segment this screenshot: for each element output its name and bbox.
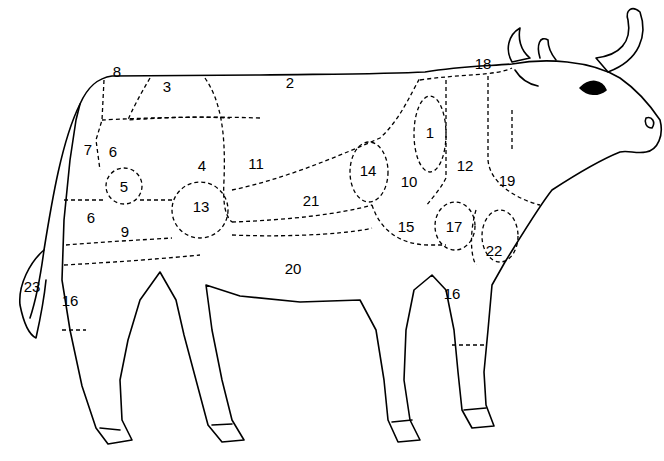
callout-number: 23 [24, 279, 41, 294]
callout-number: 19 [499, 173, 516, 188]
ear-line [515, 70, 538, 86]
callout-number: 10 [401, 174, 418, 189]
callout-number: 9 [121, 224, 129, 239]
callout-number: 1 [426, 125, 434, 140]
horn [538, 39, 556, 60]
callout-number: 6 [109, 144, 117, 159]
eye [580, 81, 606, 94]
callout-number: 5 [120, 179, 128, 194]
callout-number: 6 [87, 210, 95, 225]
horn [508, 28, 530, 62]
callout-number: 20 [285, 261, 302, 276]
callout-number: 12 [457, 158, 474, 173]
tail-tuft [20, 250, 46, 338]
callout-number: 8 [113, 64, 121, 79]
callout-number: 15 [398, 219, 415, 234]
cut-lines [62, 68, 540, 345]
horn [596, 9, 643, 72]
callout-number: 16 [444, 286, 461, 301]
callout-number: 18 [475, 56, 492, 71]
callout-number: 22 [486, 243, 503, 258]
callout-number: 14 [360, 163, 377, 178]
callout-number: 11 [248, 156, 264, 171]
cow-outline [62, 61, 661, 444]
callout-number: 16 [62, 293, 79, 308]
nostril [645, 118, 653, 128]
callout-number: 21 [303, 193, 320, 208]
callout-number: 7 [84, 142, 92, 157]
callout-number: 4 [198, 158, 206, 173]
callout-number: 2 [286, 75, 294, 90]
callout-number: 17 [446, 219, 463, 234]
callout-number: 13 [193, 199, 210, 214]
callout-number: 3 [163, 79, 171, 94]
hoof-line [100, 408, 486, 430]
